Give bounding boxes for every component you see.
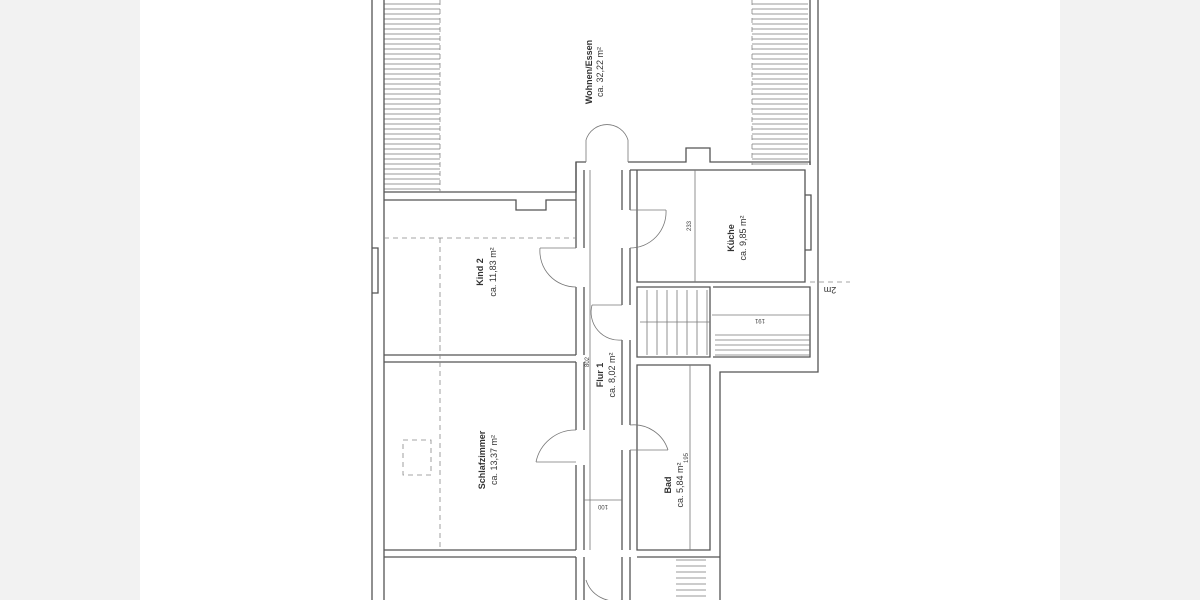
room-area: ca. 5,84 m² (675, 462, 685, 507)
room-labels: Wohnen/Essen ca. 32,22 m² Kind 2 ca. 11,… (475, 40, 748, 508)
room-area: ca. 8,02 m² (607, 352, 617, 397)
doors (535, 124, 669, 600)
room-area: ca. 9,85 m² (738, 215, 748, 260)
room-name: Kind 2 (475, 258, 485, 286)
dimension-label: 802 (585, 356, 591, 367)
walls (371, 0, 819, 600)
room-name: Wohnen/Essen (584, 40, 594, 104)
dimension-label: 100 (597, 503, 608, 509)
staircase (640, 290, 810, 597)
slope-marker-label: 2m (824, 285, 837, 295)
room-area: ca. 13,37 m² (489, 435, 499, 485)
room-name: Flur 1 (595, 363, 605, 388)
dimension-lines (584, 170, 810, 550)
room-name: Bad (663, 476, 673, 493)
dimension-label: 195 (684, 452, 690, 463)
room-area: ca. 11,83 m² (488, 247, 498, 296)
room-area: ca. 32,22 m² (595, 47, 605, 97)
dimension-label: 233 (687, 220, 693, 231)
roof-slope-hatching (384, 3, 808, 190)
room-name: Küche (726, 224, 736, 252)
dimension-label: 191 (754, 317, 765, 323)
dashed-lines (384, 0, 850, 550)
dimension-labels: 233 191 802 100 195 2m (585, 220, 836, 509)
room-name: Schlafzimmer (477, 430, 487, 489)
